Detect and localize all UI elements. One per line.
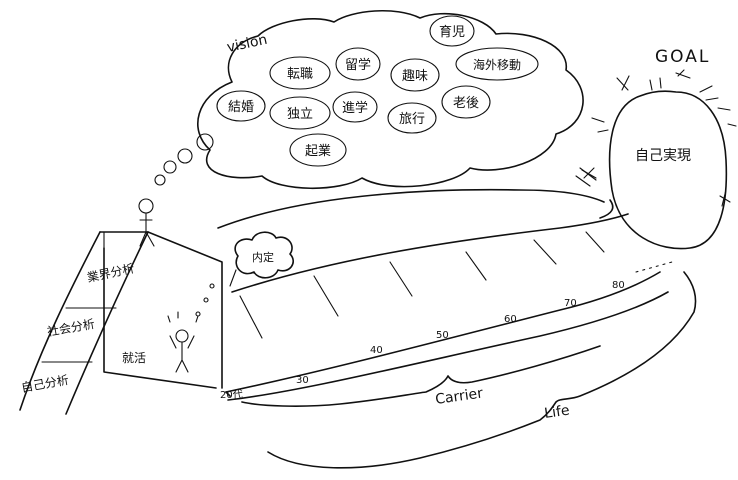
- vision-item-hobby: 趣味: [402, 69, 428, 84]
- vision-item-independence: 独立: [287, 107, 313, 122]
- vision-item-job-change: 転職: [287, 67, 313, 82]
- vision-item-retirement: 老後: [453, 96, 479, 111]
- carrier-bracket: [241, 345, 601, 407]
- goal-oval: [608, 90, 728, 250]
- goal-label: 自己実現: [635, 148, 691, 164]
- vision-item-marriage: 結婚: [228, 100, 254, 115]
- vision-cloud: [197, 9, 584, 190]
- age-label: 80: [612, 280, 625, 291]
- goal-title: GOAL: [655, 47, 710, 67]
- age-label: 70: [564, 298, 577, 309]
- job-hunting-stairs: [19, 231, 223, 415]
- step-self-analysis: 自己分析: [20, 373, 70, 395]
- age-label: 40: [370, 345, 383, 356]
- person-climbing-figure: [167, 311, 199, 373]
- offer-cloud: [234, 231, 294, 279]
- vision-item-study-abroad: 留学: [345, 57, 371, 73]
- age-label: 50: [436, 330, 449, 341]
- age-label: 30: [296, 375, 309, 386]
- motion-lines: [575, 167, 597, 187]
- career-road: [217, 188, 673, 401]
- goal-sparkle-marks: [581, 69, 737, 207]
- timeline-ages: 20代 30 40 50 60 70 80: [220, 280, 625, 401]
- step-society-analysis: 社会分析: [46, 316, 96, 339]
- offer-connector: [229, 269, 237, 287]
- vision-item-childcare: 育児: [439, 24, 465, 40]
- age-label: 60: [504, 314, 517, 325]
- offer-label: 内定: [252, 250, 274, 264]
- vision-item-overseas-move: 海外移動: [473, 57, 521, 72]
- vision-items: 結婚 転職 留学 育児 趣味 海外移動 独立 進学 旅行 老後 起業: [216, 15, 539, 167]
- stairs-side-label: 就活: [122, 351, 146, 365]
- life-bracket: [267, 271, 697, 469]
- thought-bubbles: [154, 133, 214, 186]
- vision-item-travel: 旅行: [399, 112, 425, 127]
- life-label: Life: [543, 403, 570, 422]
- effort-marks: [195, 283, 215, 317]
- carrier-label: Carrier: [434, 385, 484, 408]
- vision-item-startup: 起業: [305, 143, 331, 159]
- step-industry-analysis: 業界分析: [86, 261, 136, 285]
- vision-title: vision: [226, 32, 269, 56]
- age-label: 20代: [220, 389, 243, 401]
- vision-item-further-education: 進学: [342, 100, 368, 116]
- person-on-top-figure: [138, 198, 155, 247]
